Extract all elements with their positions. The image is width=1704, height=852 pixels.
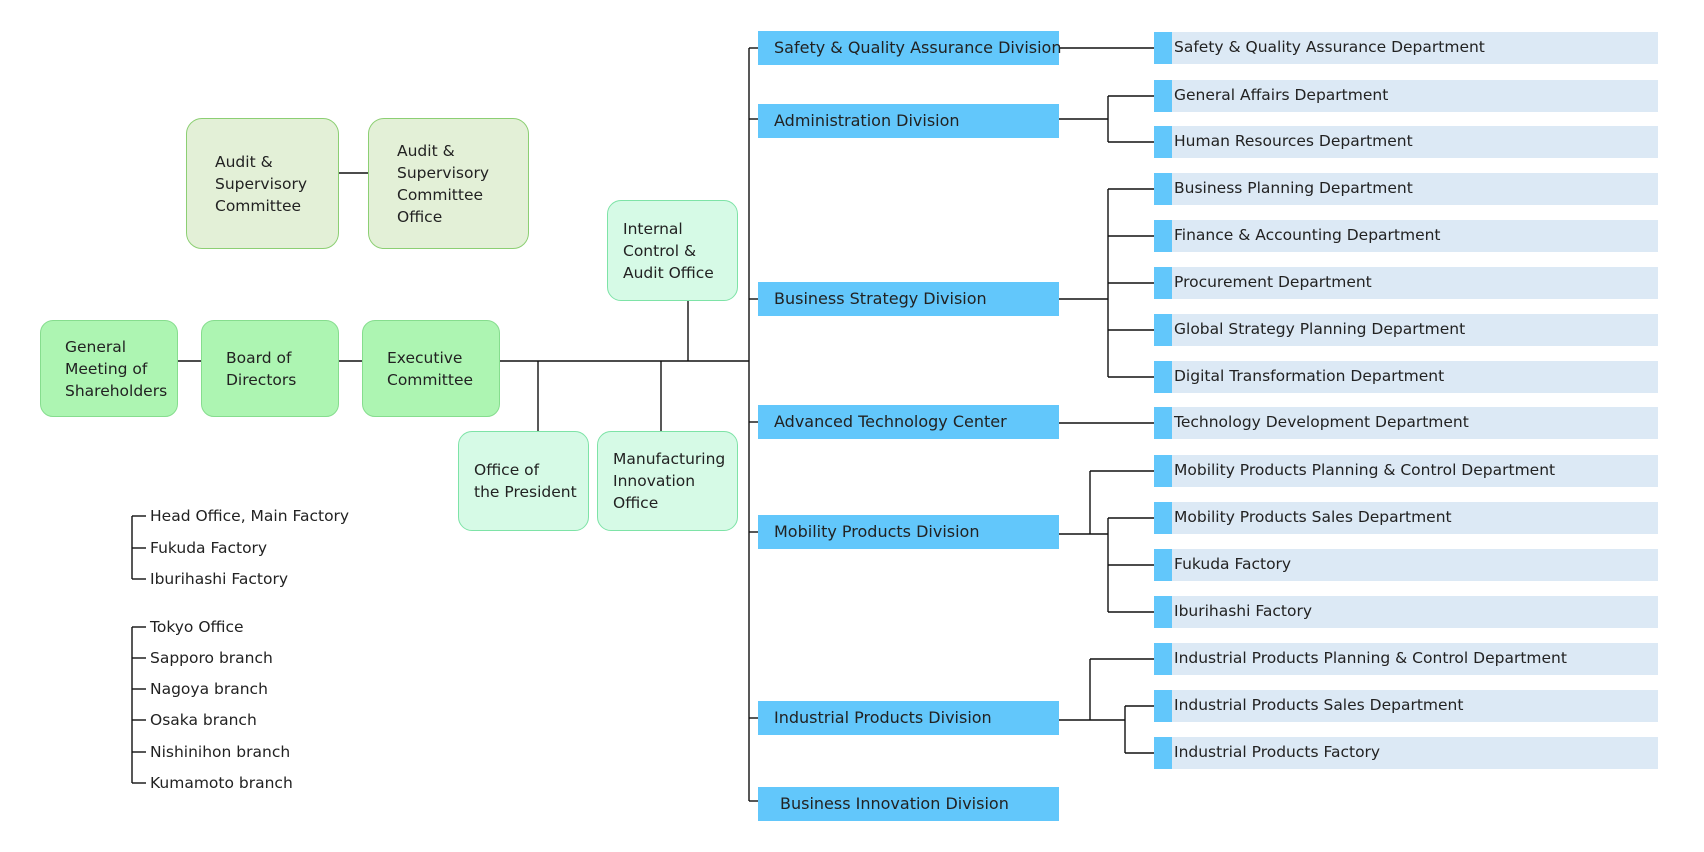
dept-marker: [1154, 690, 1172, 722]
dept-marker: [1154, 361, 1172, 393]
dept-label: Procurement Department: [1174, 273, 1372, 291]
dept-mobility-sales[interactable]: Mobility Products Sales Department: [1154, 502, 1658, 534]
dept-general-affairs[interactable]: General Affairs Department: [1154, 80, 1658, 112]
dept-digital-transformation[interactable]: Digital Transformation Department: [1154, 361, 1658, 393]
board-of-directors-box[interactable]: Board of Directors: [201, 320, 339, 417]
dept-iburihashi-factory[interactable]: Iburihashi Factory: [1154, 596, 1658, 628]
dept-human-resources[interactable]: Human Resources Department: [1154, 126, 1658, 158]
division-industrial-products[interactable]: Industrial Products Division: [758, 701, 1059, 735]
dept-label: Global Strategy Planning Department: [1174, 320, 1466, 338]
dept-procurement[interactable]: Procurement Department: [1154, 267, 1658, 299]
division-administration[interactable]: Administration Division: [758, 104, 1059, 138]
location-item: Kumamoto branch: [150, 774, 293, 792]
dept-label: Mobility Products Sales Department: [1174, 508, 1452, 526]
dept-label: Digital Transformation Department: [1174, 367, 1445, 385]
dept-label: Industrial Products Planning & Control D…: [1174, 649, 1567, 667]
dept-label: Fukuda Factory: [1174, 555, 1292, 573]
dept-marker: [1154, 220, 1172, 252]
dept-marker: [1154, 126, 1172, 158]
division-mobility-products[interactable]: Mobility Products Division: [758, 515, 1059, 549]
dept-label: General Affairs Department: [1174, 86, 1389, 104]
dept-finance-accounting[interactable]: Finance & Accounting Department: [1154, 220, 1658, 252]
location-item: Nishinihon branch: [150, 743, 291, 761]
dept-label: Iburihashi Factory: [1174, 602, 1312, 620]
dept-label: Finance & Accounting Department: [1174, 226, 1441, 244]
dept-fukuda-factory[interactable]: Fukuda Factory: [1154, 549, 1658, 581]
office-of-president-box[interactable]: Office of the President: [458, 431, 589, 531]
dept-label: Business Planning Department: [1174, 179, 1413, 197]
dept-marker: [1154, 502, 1172, 534]
location-item: Head Office, Main Factory: [150, 507, 350, 525]
dept-safety-quality[interactable]: Safety & Quality Assurance Department: [1154, 32, 1658, 64]
dept-marker: [1154, 173, 1172, 205]
manufacturing-innovation-office-box[interactable]: Manufacturing Innovation Office: [597, 431, 738, 531]
dept-marker: [1154, 643, 1172, 675]
dept-label: Safety & Quality Assurance Department: [1174, 38, 1485, 56]
dept-industrial-sales[interactable]: Industrial Products Sales Department: [1154, 690, 1658, 722]
location-item: Sapporo branch: [150, 649, 273, 667]
shareholders-meeting-box[interactable]: General Meeting of Shareholders: [40, 320, 178, 417]
executive-committee-box[interactable]: Executive Committee: [362, 320, 500, 417]
dept-marker: [1154, 314, 1172, 346]
dept-marker: [1154, 596, 1172, 628]
division-business-innovation[interactable]: Business Innovation Division: [758, 787, 1059, 821]
dept-global-strategy[interactable]: Global Strategy Planning Department: [1154, 314, 1658, 346]
division-business-strategy[interactable]: Business Strategy Division: [758, 282, 1059, 316]
dept-industrial-factory[interactable]: Industrial Products Factory: [1154, 737, 1658, 769]
audit-committee-office-box[interactable]: Audit & Supervisory Committee Office: [368, 118, 529, 249]
dept-marker: [1154, 32, 1172, 64]
location-item: Osaka branch: [150, 711, 257, 729]
dept-marker: [1154, 455, 1172, 487]
dept-mobility-planning[interactable]: Mobility Products Planning & Control Dep…: [1154, 455, 1658, 487]
division-advanced-technology[interactable]: Advanced Technology Center: [758, 405, 1059, 439]
dept-business-planning[interactable]: Business Planning Department: [1154, 173, 1658, 205]
dept-marker: [1154, 549, 1172, 581]
dept-marker: [1154, 407, 1172, 439]
location-item: Iburihashi Factory: [150, 570, 288, 588]
dept-label: Human Resources Department: [1174, 132, 1413, 150]
dept-label: Industrial Products Sales Department: [1174, 696, 1464, 714]
dept-marker: [1154, 267, 1172, 299]
location-item: Fukuda Factory: [150, 539, 268, 557]
location-item: Nagoya branch: [150, 680, 268, 698]
dept-label: Industrial Products Factory: [1174, 743, 1381, 761]
dept-label: Mobility Products Planning & Control Dep…: [1174, 461, 1556, 479]
division-safety-quality[interactable]: Safety & Quality Assurance Division: [758, 31, 1061, 65]
dept-technology-development[interactable]: Technology Development Department: [1154, 407, 1658, 439]
dept-marker: [1154, 80, 1172, 112]
internal-control-office-box[interactable]: Internal Control & Audit Office: [607, 200, 738, 301]
audit-committee-box[interactable]: Audit & Supervisory Committee: [186, 118, 339, 249]
dept-label: Technology Development Department: [1174, 413, 1469, 431]
dept-marker: [1154, 737, 1172, 769]
location-item: Tokyo Office: [150, 618, 244, 636]
dept-industrial-planning[interactable]: Industrial Products Planning & Control D…: [1154, 643, 1658, 675]
